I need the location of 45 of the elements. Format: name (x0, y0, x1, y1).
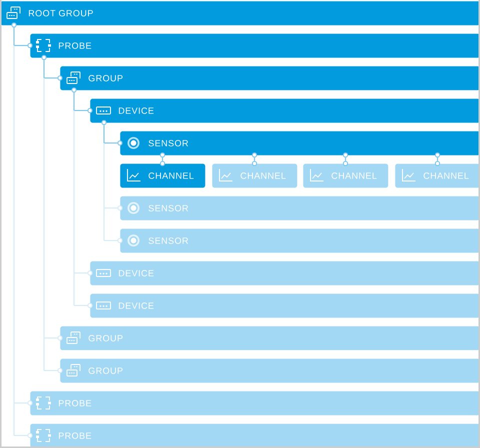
tile: CHANNEL (303, 164, 388, 188)
connector (43, 78, 45, 338)
tree-item-bar: GROUP (60, 358, 480, 383)
connector (104, 207, 118, 209)
connector (103, 125, 105, 143)
connector (14, 434, 28, 436)
tree-item-bar: PROBE (30, 424, 480, 448)
tile: CHANNEL (212, 164, 298, 188)
tree-item-bar: GROUP (60, 66, 480, 90)
tree-item-bar: PROBE (30, 34, 480, 58)
connector (104, 142, 118, 144)
tree-item-bar: ROOT GROUP (0, 1, 480, 26)
connector (44, 337, 58, 339)
tree-item-bar: SENSOR (120, 131, 480, 156)
connector (344, 158, 346, 161)
connector (73, 92, 75, 110)
tree-item-bar: DEVICE (90, 294, 480, 318)
connector (44, 370, 58, 372)
connector (43, 60, 45, 78)
connector (13, 46, 15, 403)
connector (14, 402, 28, 404)
tile: CHANNEL (120, 164, 206, 188)
connector (73, 110, 75, 273)
connector (13, 403, 15, 436)
connector (44, 77, 58, 79)
connector (436, 158, 438, 161)
tree-item-bar: GROUP (60, 326, 480, 350)
tree-item-bar: PROBE (30, 391, 480, 416)
connector (74, 272, 88, 274)
connector (43, 338, 45, 370)
connector (73, 273, 75, 306)
connector (254, 158, 256, 161)
connector (74, 304, 88, 306)
connector (103, 143, 105, 208)
connector (103, 208, 105, 240)
tree-item-bar: SENSOR (120, 228, 480, 253)
tree-item-bar: DEVICE (90, 261, 480, 286)
tree-item-bar: DEVICE (90, 98, 480, 123)
connector (74, 110, 88, 112)
connector (162, 158, 164, 161)
tile: CHANNEL (395, 164, 480, 188)
connector (13, 28, 15, 46)
tree-item-bar: SENSOR (120, 196, 480, 220)
connector (104, 240, 118, 242)
connector (14, 44, 28, 46)
